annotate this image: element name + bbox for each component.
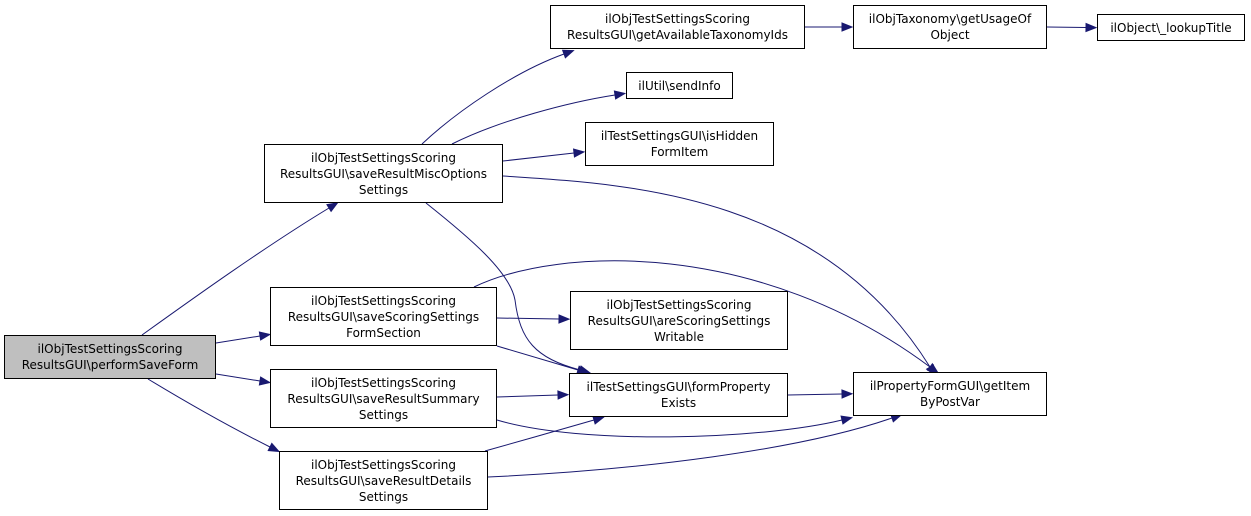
node-save-scoring-settings-line-1: ilObjTestSettingsScoring — [311, 293, 456, 308]
node-get-item-by-post-var-line-1: ilPropertyFormGUI\getItem — [869, 379, 1031, 393]
edge-line-get-usage-of-object-to-lookup-title — [1046, 26, 1087, 28]
node-perform-save-form[interactable]: ilObjTestSettingsScoring ResultsGUI\perf… — [4, 335, 216, 379]
node-save-result-misc-options-line-2: ResultsGUI\saveResultMiscOptions — [280, 166, 487, 181]
edge-arrowhead-save-scoring-settings-to-are-scoring-settings-writable — [558, 314, 571, 324]
node-are-scoring-settings-writable-line-2: ResultsGUI\areScoringSettings — [587, 313, 771, 328]
edge-arrowhead-save-scoring-settings-to-get-item-by-post-var — [926, 362, 940, 374]
edge-save-result-misc-options-to-send-info — [451, 90, 627, 145]
node-perform-save-form-line-1: ilObjTestSettingsScoring — [37, 342, 183, 356]
edge-arrowhead-form-property-exists-to-get-item-by-post-var — [841, 389, 854, 399]
edge-get-available-taxonomy-ids-to-get-usage-of-object — [805, 22, 854, 32]
edge-form-property-exists-to-get-item-by-post-var — [787, 389, 854, 399]
node-lookup-title-line-1: ilObject\_lookupTitle — [1110, 20, 1232, 35]
edge-line-perform-save-form-to-save-scoring-settings — [215, 335, 261, 344]
edge-perform-save-form-to-save-scoring-settings — [215, 331, 272, 344]
edge-arrowhead-save-result-details-to-form-property-exists — [592, 415, 605, 425]
node-save-result-details-line-2: ResultsGUI\saveResultDetails — [295, 473, 472, 488]
node-is-hidden-form-item-line-1: ilTestSettingsGUI\isHidden — [600, 129, 759, 143]
node-are-scoring-settings-writable[interactable]: ilObjTestSettingsScoring ResultsGUI\areS… — [570, 291, 788, 350]
node-lookup-title[interactable]: ilObject\_lookupTitle — [1097, 14, 1245, 41]
node-are-scoring-settings-writable-line-3: Writable — [654, 329, 704, 344]
node-get-available-taxonomy-ids-line-1: ilObjTestSettingsScoring — [605, 12, 750, 26]
node-save-result-misc-options[interactable]: ilObjTestSettingsScoring ResultsGUI\save… — [264, 144, 503, 203]
node-is-hidden-form-item-line-2: FormItem — [650, 145, 709, 159]
node-save-result-details-settings[interactable]: ilObjTestSettingsScoring ResultsGUI\save… — [279, 451, 488, 510]
edge-arrowhead-save-result-summary-to-get-item-by-post-var — [840, 415, 854, 425]
edge-arrowhead-perform-save-form-to-save-scoring-settings — [258, 331, 272, 341]
edge-arrowhead-get-usage-of-object-to-lookup-title — [1085, 22, 1098, 33]
edge-line-save-result-summary-to-get-item-by-post-var — [496, 419, 843, 438]
node-get-usage-of-object-line-2: Object — [930, 28, 970, 42]
node-form-property-exists-line-1: ilTestSettingsGUI\formProperty — [586, 380, 771, 394]
node-save-result-misc-options-line-1: ilObjTestSettingsScoring — [311, 150, 456, 165]
edge-save-result-misc-options-to-is-hidden-form-item — [502, 148, 586, 162]
edge-arrowhead-save-result-summary-to-form-property-exists — [557, 390, 570, 400]
edge-line-save-result-misc-options-to-get-available-taxonomy-ids — [421, 53, 565, 145]
node-is-hidden-form-item[interactable]: ilTestSettingsGUI\isHidden FormItem — [585, 122, 774, 166]
edge-line-save-scoring-settings-to-get-item-by-post-var — [473, 260, 931, 368]
edge-save-result-summary-to-form-property-exists — [496, 390, 570, 400]
node-perform-save-form-line-2: ResultsGUI\performSaveForm — [21, 358, 199, 372]
edge-arrowhead-get-available-taxonomy-ids-to-get-usage-of-object — [841, 22, 854, 32]
edge-line-perform-save-form-to-save-result-summary — [215, 373, 261, 382]
edge-line-save-scoring-settings-to-form-property-exists — [496, 345, 579, 371]
node-get-usage-of-object[interactable]: ilObjTaxonomy\getUsageOf Object — [853, 5, 1047, 49]
edge-line-save-result-details-to-form-property-exists — [484, 419, 595, 452]
edge-arrowhead-save-result-misc-options-to-get-available-taxonomy-ids — [561, 49, 575, 59]
edge-save-result-summary-to-get-item-by-post-var — [496, 415, 854, 438]
edge-perform-save-form-to-save-result-details — [147, 378, 281, 453]
edge-perform-save-form-to-save-result-misc-options — [141, 202, 339, 336]
node-get-available-taxonomy-ids-line-2: ResultsGUI\getAvailableTaxonomyIds — [567, 28, 788, 42]
node-form-property-exists-line-2: Exists — [660, 396, 697, 410]
node-save-result-summary-settings[interactable]: ilObjTestSettingsScoring ResultsGUI\save… — [270, 369, 497, 428]
edge-perform-save-form-to-save-result-summary — [215, 373, 272, 386]
node-get-available-taxonomy-ids[interactable]: ilObjTestSettingsScoring ResultsGUI\getA… — [550, 5, 805, 49]
edge-line-save-result-misc-options-to-send-info — [451, 94, 616, 145]
edge-line-save-result-misc-options-to-is-hidden-form-item — [502, 152, 575, 162]
node-save-scoring-settings-line-3: FormSection — [346, 325, 421, 340]
edge-line-save-result-misc-options-to-get-item-by-post-var — [502, 175, 931, 368]
edge-line-perform-save-form-to-save-result-details — [147, 378, 271, 448]
node-save-result-details-line-3: Settings — [358, 489, 409, 504]
edge-save-scoring-settings-to-are-scoring-settings-writable — [496, 314, 571, 324]
node-get-usage-of-object-line-1: ilObjTaxonomy\getUsageOf — [868, 12, 1032, 26]
node-get-item-by-post-var-line-2: ByPostVar — [919, 395, 980, 409]
edge-line-perform-save-form-to-save-result-misc-options — [141, 207, 330, 336]
edge-line-save-result-summary-to-form-property-exists — [496, 394, 559, 398]
node-are-scoring-settings-writable-line-1: ilObjTestSettingsScoring — [606, 297, 752, 312]
edge-line-form-property-exists-to-get-item-by-post-var — [787, 393, 843, 396]
edge-line-save-result-details-to-get-item-by-post-var — [487, 417, 893, 478]
node-save-scoring-settings-line-2: ResultsGUI\saveScoringSettings — [287, 309, 480, 324]
node-send-info-line-1: ilUtil\sendInfo — [638, 78, 721, 93]
node-save-result-misc-options-line-3: Settings — [358, 182, 409, 197]
edge-save-scoring-settings-to-form-property-exists — [496, 345, 589, 375]
node-save-result-summary-line-2: ResultsGUI\saveResultSummary — [287, 391, 480, 406]
node-save-result-summary-line-3: Settings — [358, 407, 409, 422]
node-form-property-exists[interactable]: ilTestSettingsGUI\formProperty Exists — [569, 373, 788, 417]
edge-arrowhead-perform-save-form-to-save-result-summary — [258, 376, 272, 386]
edge-line-save-result-misc-options-to-form-property-exists — [425, 202, 581, 371]
edge-save-result-details-to-get-item-by-post-var — [487, 413, 903, 478]
edge-arrowhead-save-result-misc-options-to-is-hidden-form-item — [572, 148, 586, 158]
edge-arrowhead-save-result-misc-options-to-send-info — [613, 90, 627, 100]
edge-arrowhead-perform-save-form-to-save-result-misc-options — [326, 202, 339, 213]
edge-line-save-scoring-settings-to-are-scoring-settings-writable — [496, 317, 560, 320]
node-send-info[interactable]: ilUtil\sendInfo — [626, 72, 733, 99]
node-get-item-by-post-var[interactable]: ilPropertyFormGUI\getItem ByPostVar — [853, 372, 1047, 416]
node-save-result-details-line-1: ilObjTestSettingsScoring — [311, 457, 456, 472]
edge-save-result-misc-options-to-get-available-taxonomy-ids — [421, 49, 575, 145]
edge-save-scoring-settings-to-get-item-by-post-var — [473, 260, 940, 374]
edge-arrowhead-perform-save-form-to-save-result-details — [267, 442, 281, 453]
node-save-result-summary-line-1: ilObjTestSettingsScoring — [311, 375, 456, 390]
node-save-scoring-settings-form-section[interactable]: ilObjTestSettingsScoring ResultsGUI\save… — [270, 287, 497, 346]
edge-get-usage-of-object-to-lookup-title — [1046, 22, 1098, 33]
